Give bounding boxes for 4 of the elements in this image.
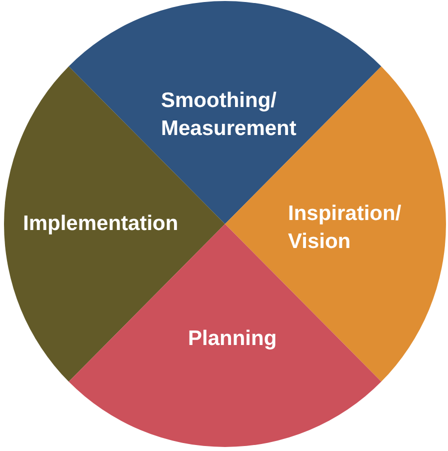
segment-label: Inspiration/ Vision (288, 201, 402, 255)
segment-label: Implementation (23, 211, 178, 237)
segment-label: Smoothing/ Measurement (161, 88, 296, 142)
segment-label: Planning (188, 326, 277, 352)
